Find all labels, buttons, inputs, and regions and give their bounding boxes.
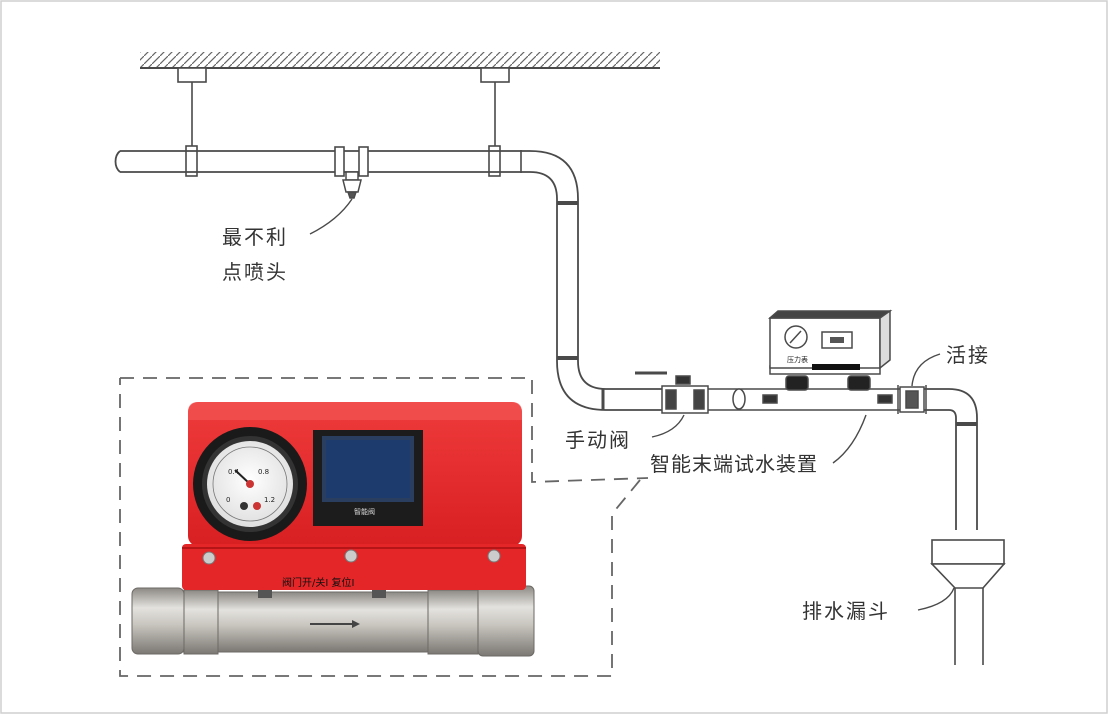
leader-smart-device (832, 414, 867, 464)
label-manual-valve: 手动阀 (565, 428, 631, 452)
pipe-hanger-left (177, 67, 207, 177)
label-union-joint: 活接 (946, 343, 990, 367)
label-drain-funnel: 排水漏斗 (802, 599, 890, 623)
pipe-couplings (334, 146, 977, 426)
ceiling (140, 52, 660, 69)
device-screen (313, 430, 423, 526)
label-sprinkler-line1: 最不利 (222, 225, 288, 249)
pipe-hanger-right (480, 67, 510, 177)
gauge-number-1: 0.4 (228, 468, 240, 476)
pressure-gauge-icon (193, 427, 307, 541)
manual-valve (635, 371, 709, 414)
photo-callout-frame (119, 377, 649, 677)
union-joint (897, 385, 927, 414)
leader-union-joint (911, 353, 941, 387)
leader-manual-valve (651, 414, 685, 438)
sketch-device-panel-text: 压力表 (787, 355, 808, 364)
leader-sprinkler (309, 198, 353, 235)
gauge-number-3: 1.2 (264, 496, 275, 504)
label-smart-device: 智能末端试水装置 (650, 452, 818, 476)
sprinkler-head (342, 171, 362, 199)
device-controls-text: 阀门开/关I 复位I (282, 576, 354, 589)
sketch-device-body (708, 309, 900, 411)
gauge-number-2: 0.8 (258, 468, 269, 476)
leader-drain-funnel (917, 587, 955, 611)
drain-funnel (930, 539, 1006, 665)
label-sprinkler-line2: 点喷头 (222, 260, 288, 284)
pipe-network (114, 150, 978, 530)
device-screen-caption: 智能阀 (354, 507, 375, 516)
gauge-number-0: 0 (226, 496, 230, 504)
